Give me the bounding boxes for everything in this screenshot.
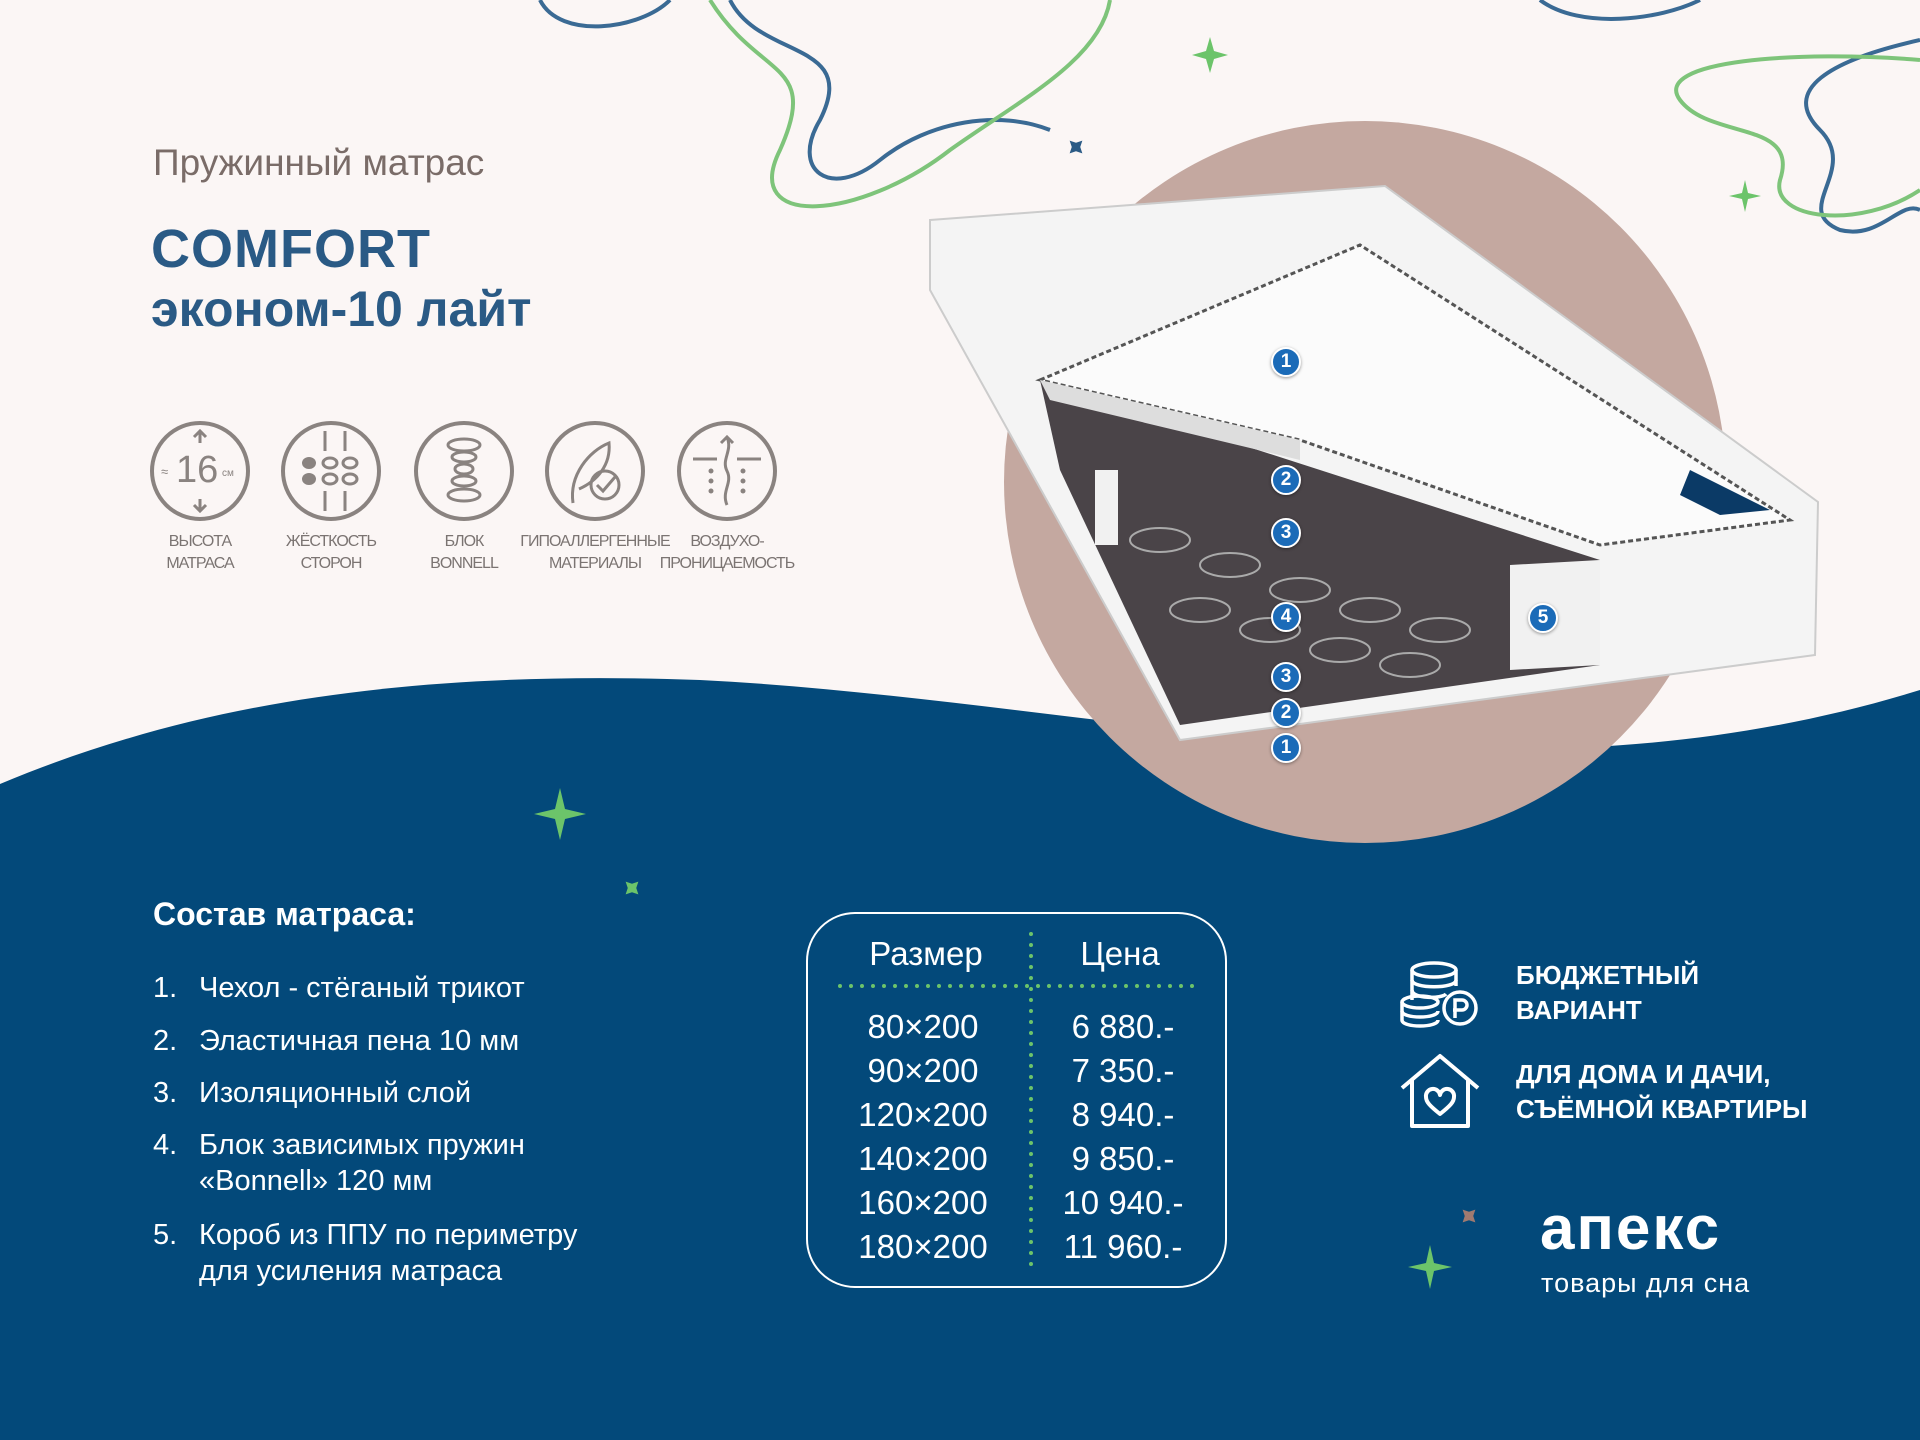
column-header-size: Размер <box>869 935 983 972</box>
size-cell: 80×200 <box>867 1008 979 1045</box>
feature-breathability: Воздухо-проницаемость <box>660 421 795 575</box>
layer-badge: 3 <box>1271 662 1301 692</box>
mattress-illustration <box>929 184 1820 742</box>
price-cell: 7 350.- <box>1071 1052 1175 1089</box>
house-heart-icon <box>1400 1054 1480 1128</box>
composition-item: 4.Блок зависимых пружин«Bonnell» 120 мм <box>153 1129 525 1197</box>
hypoallergenic-feather-icon <box>545 421 645 521</box>
decorative-lines <box>538 0 1920 234</box>
price-cell: 9 850.- <box>1071 1140 1175 1177</box>
composition-item: 1.Чехол - стёганый трикот <box>153 972 525 1004</box>
composition-item: 2.Эластичная пена 10 мм <box>153 1025 520 1057</box>
feature-firmness: Жёсткостьсторон <box>276 421 386 575</box>
size-cell: 180×200 <box>858 1228 988 1265</box>
composition-heading: Состав матраса: <box>153 896 416 932</box>
brand-tagline: товары для сна <box>1541 1268 1751 1298</box>
price-cell: 10 940.- <box>1062 1184 1184 1221</box>
coins-icon <box>1400 961 1478 1028</box>
price-table: Размер Цена 80×200 6 880.- 90×200 7 350.… <box>806 912 1227 1288</box>
navy-wave <box>0 678 1920 1440</box>
column-header-price: Цена <box>1080 935 1160 972</box>
stars <box>534 37 1761 1289</box>
size-cell: 160×200 <box>858 1184 988 1221</box>
height-16cm-icon: ≈ 16 см <box>150 421 250 521</box>
product-name: COMFORT <box>151 219 431 279</box>
spring-icon <box>414 421 514 521</box>
brand-logo: апекс <box>1540 1194 1722 1263</box>
layer-badge: 2 <box>1271 465 1301 495</box>
layer-badge: 1 <box>1271 733 1301 763</box>
feature-spring-block: БлокBonnell <box>409 421 519 575</box>
price-cell: 11 960.- <box>1063 1228 1183 1265</box>
price-cell: 6 880.- <box>1071 1008 1175 1045</box>
firmness-icon <box>281 421 381 521</box>
layer-badge: 3 <box>1271 518 1301 548</box>
feature-hypoallergenic: Гипоаллергенныематериалы <box>520 421 671 575</box>
layer-badge: 1 <box>1271 347 1301 377</box>
benefit-usage: ДЛЯ ДОМА И ДАЧИ,СЪЁМНОЙ КВАРТИРЫ <box>1516 1059 1808 1124</box>
layer-badge: 5 <box>1528 603 1558 633</box>
table-dividers <box>838 932 1205 1276</box>
size-cell: 120×200 <box>858 1096 988 1133</box>
layer-badge: 4 <box>1271 602 1301 632</box>
feature-height: ≈ 16 см Высотаматраса <box>145 421 255 575</box>
breathability-icon <box>677 421 777 521</box>
layer-badge: 2 <box>1271 698 1301 728</box>
size-cell: 140×200 <box>858 1140 988 1177</box>
product-model: эконом-10 лайт <box>151 281 532 337</box>
product-type: Пружинный матрас <box>153 142 485 183</box>
composition-item: 3.Изоляционный слой <box>153 1077 472 1109</box>
price-cell: 8 940.- <box>1071 1096 1175 1133</box>
size-cell: 90×200 <box>867 1052 979 1089</box>
